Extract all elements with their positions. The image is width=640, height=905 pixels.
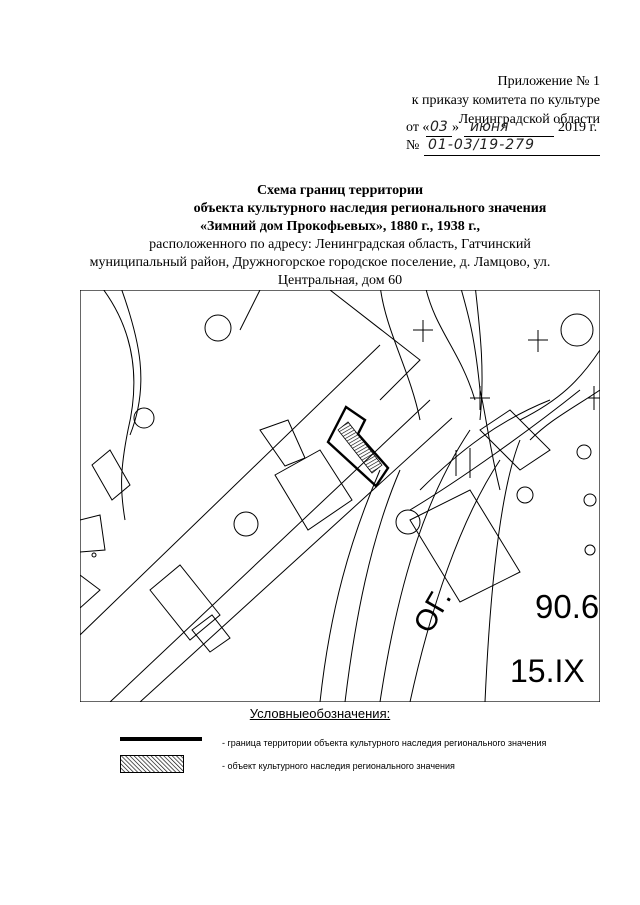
- map-label-og: ОГ.: [407, 584, 458, 639]
- title-line-6: Центральная, дом 60: [277, 273, 403, 288]
- map-label-height: 90.6: [535, 588, 599, 625]
- annex-line-2: к приказу комитета по культуре: [411, 93, 600, 108]
- title-line-3: «Зимний дом Прокофьевых», 1880 г., 1938 …: [200, 219, 480, 234]
- date-prefix: от «: [406, 120, 430, 135]
- number-prefix: №: [406, 138, 420, 153]
- number-value: 01-03/19-279: [428, 137, 535, 153]
- title-line-1: Схема границ территории: [256, 183, 424, 198]
- date-month: июня: [470, 119, 509, 135]
- annex-date-row: от « 03 » июня 2019 г.: [406, 119, 606, 140]
- annex-line-1: Приложение № 1: [497, 74, 601, 89]
- map-label-date: 15.IX: [510, 653, 585, 689]
- title-line-4: расположенного по адресу: Ленинградская …: [149, 237, 531, 252]
- annex-block: Приложение № 1 к приказу комитета по кул…: [340, 72, 600, 129]
- legend-boundary-text: - граница территории объекта культурного…: [222, 738, 547, 748]
- boundary-legend-swatch: [120, 737, 202, 741]
- legend-object-text: - объект культурного наследия региональн…: [222, 761, 455, 771]
- heritage-object-legend-swatch: [120, 755, 184, 773]
- title-line-2: объекта культурного наследия регионально…: [193, 201, 547, 216]
- document-title: Схема границ территории объекта культурн…: [0, 182, 640, 290]
- site-plan-map: ОГ. 90.6 15.IX: [80, 290, 600, 702]
- date-mid: »: [452, 120, 459, 135]
- legend-title: Условныеобозначения:: [249, 706, 391, 721]
- date-year: 2019 г.: [558, 120, 598, 135]
- annex-number-row: № 01-03/19-279: [406, 137, 606, 158]
- title-line-5: муниципальный район, Дружногорское город…: [89, 255, 551, 270]
- date-day: 03: [430, 119, 448, 135]
- annex-line-3: Ленинградской области: [458, 112, 600, 127]
